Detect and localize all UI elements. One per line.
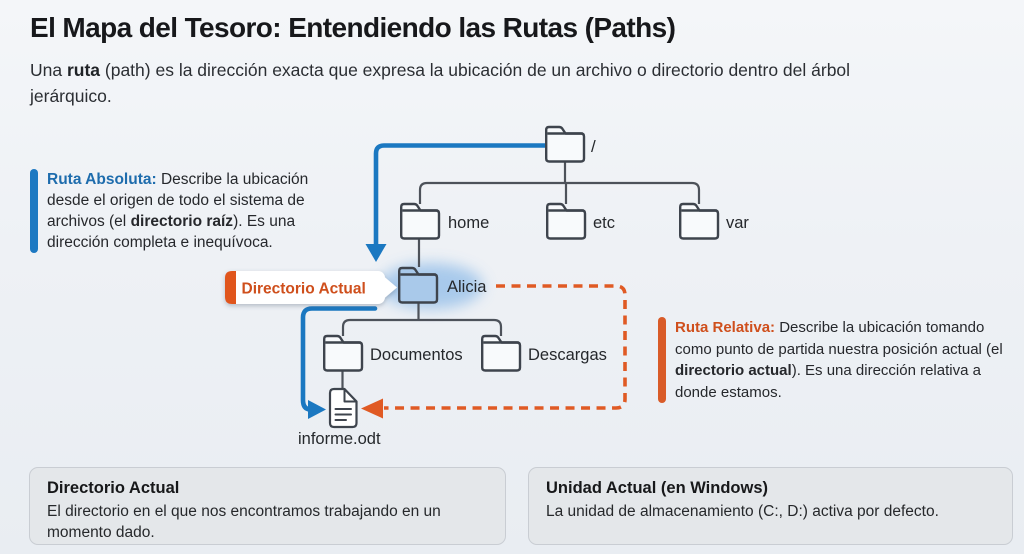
- callout-ruta-absoluta-text: Ruta Absoluta: Describe la ubicación des…: [47, 171, 309, 251]
- folder-etc-label: etc: [593, 214, 615, 232]
- folder-documentos-label: Documentos: [370, 346, 463, 364]
- badge-label: Directorio Actual: [242, 281, 366, 298]
- directorio-actual-bold: directorio actual: [675, 362, 792, 379]
- alicia-highlight-glow: [379, 263, 483, 309]
- card-directorio-actual-body: El directorio en el que nos encontramos …: [47, 503, 441, 541]
- subtitle-text-rest: (path) es la dirección exacta que expres…: [30, 60, 851, 106]
- page-title: El Mapa del Tesoro: Entendiendo las Ruta…: [30, 12, 676, 43]
- card-unidad-actual-body: La unidad de almacenamiento (C:, D:) act…: [546, 503, 939, 520]
- ruta-relativa-label: Ruta Relativa:: [675, 319, 776, 336]
- subtitle-text: Una: [30, 60, 67, 80]
- page-subtitle: Una ruta (path) es la dirección exacta q…: [30, 57, 935, 109]
- folder-alicia-icon: [398, 266, 439, 304]
- folder-home-label: home: [448, 214, 489, 232]
- absolute-path-arrow-alicia-to-file: [300, 306, 378, 419]
- blue-accent-bar: [30, 169, 38, 253]
- file-name-label: informe.odt: [298, 430, 381, 448]
- orange-accent-bar: [658, 317, 666, 403]
- directorio-raiz-bold: directorio raíz: [130, 213, 234, 230]
- folder-descargas-icon: [481, 334, 522, 372]
- folder-home-icon: [400, 202, 441, 240]
- folder-etc-icon: [546, 202, 587, 240]
- callout-ruta-relativa: Ruta Relativa: Describe la ubicación tom…: [658, 317, 1010, 403]
- card-directorio-actual: Directorio Actual El directorio en el qu…: [29, 467, 506, 545]
- folder-var-label: var: [726, 214, 749, 232]
- folder-var-icon: [679, 202, 720, 240]
- relative-path-dashed-arrow: [361, 284, 627, 419]
- orange-arrowhead-left: [361, 398, 383, 419]
- badge-pointer-chevron: [384, 276, 397, 299]
- subtitle-bold-ruta: ruta: [66, 60, 101, 80]
- folder-root-icon: [545, 125, 586, 163]
- card-unidad-actual: Unidad Actual (en Windows) La unidad de …: [528, 467, 1013, 545]
- blue-arrowhead-right: [308, 400, 326, 419]
- folder-descargas-label: Descargas: [528, 346, 607, 364]
- badge-orange-bar: [225, 271, 236, 304]
- folder-root-label: /: [591, 137, 596, 156]
- tree-connector-lines: [341, 161, 701, 388]
- folder-alicia-label: Alicia: [447, 278, 487, 296]
- blue-arrowhead-down: [365, 244, 387, 262]
- callout-ruta-relativa-text: Ruta Relativa: Describe la ubicación tom…: [675, 319, 1003, 401]
- folder-documentos-icon: [323, 334, 364, 372]
- current-directory-badge: Directorio Actual: [225, 271, 397, 304]
- callout-ruta-absoluta: Ruta Absoluta: Describe la ubicación des…: [30, 169, 338, 253]
- card-directorio-actual-title: Directorio Actual: [47, 479, 180, 497]
- document-file-icon: [328, 387, 358, 429]
- ruta-absoluta-label: Ruta Absoluta:: [47, 171, 157, 188]
- absolute-path-arrow-root-to-alicia: [365, 143, 548, 262]
- card-unidad-actual-title: Unidad Actual (en Windows): [546, 479, 768, 497]
